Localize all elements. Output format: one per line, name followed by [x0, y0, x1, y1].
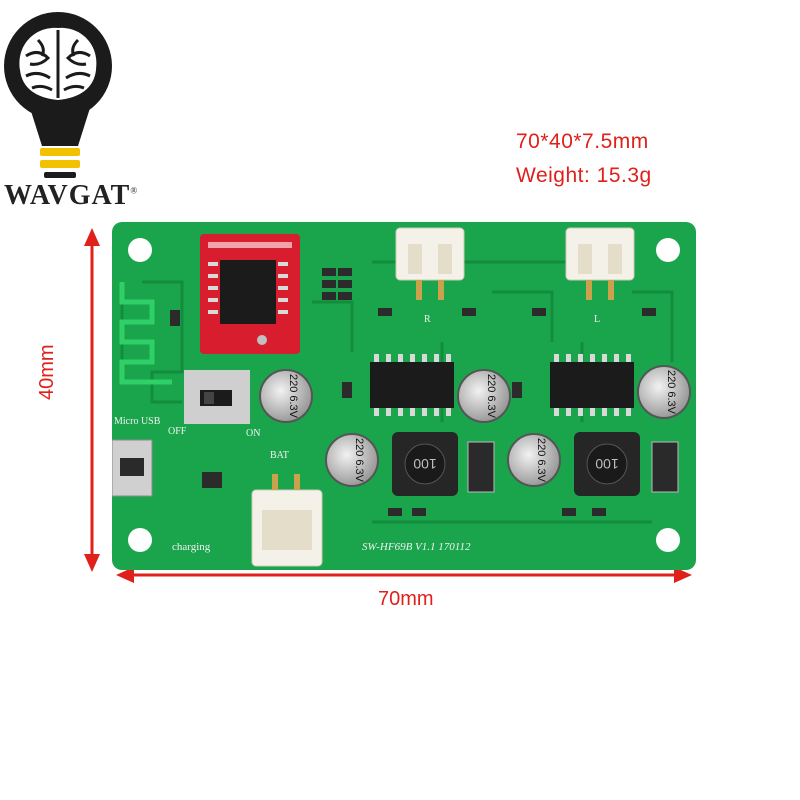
capacitor-4-label: 220 6.3V: [535, 438, 547, 483]
capacitor-4: [507, 433, 561, 487]
capacitor-5: [637, 365, 691, 419]
battery-connector: [251, 474, 323, 567]
wavgat-lightbulb-logo: [4, 12, 112, 178]
amplifier-ic-right: [370, 354, 454, 416]
weight-spec: Weight: 15.3g: [516, 164, 652, 187]
dimensions-spec: 70*40*7.5mm: [516, 130, 649, 153]
antenna-trace: [119, 282, 172, 385]
speaker-connector-right: [395, 227, 465, 300]
width-label: 70mm: [378, 588, 434, 610]
speaker-connector-left: [565, 227, 635, 300]
silk-bat: BAT: [270, 450, 289, 461]
inductor-right: 100: [392, 432, 458, 496]
silk-micro-usb: Micro USB: [114, 416, 161, 427]
amplifier-ic-left: [550, 354, 634, 416]
diode-d4: [651, 441, 679, 493]
silk-charging: charging: [172, 541, 211, 553]
silk-right-channel: R: [424, 314, 431, 325]
silk-left-channel: L: [594, 314, 600, 325]
diode-d5: [467, 441, 495, 493]
bluetooth-module: [200, 234, 300, 354]
silk-on: ON: [246, 428, 260, 439]
silk-off: OFF: [168, 426, 187, 437]
mounting-holes: [128, 238, 680, 552]
brand-name: WAVGAT®: [4, 180, 139, 211]
capacitor-2-label: 220 6.3V: [353, 438, 365, 483]
capacitor-3-label: 220 6.3V: [485, 374, 497, 419]
height-label: 40mm: [36, 344, 58, 400]
capacitor-3: [457, 369, 511, 423]
bluetooth-amplifier-pcb: 220 6.3V 220 6.3V 220 6.3V 220 6.3V 220 …: [112, 222, 696, 570]
silk-model: SW-HF69B V1.1 170112: [362, 541, 471, 553]
inductor-left: 100: [574, 432, 640, 496]
power-switch: [184, 370, 250, 424]
svg-text:100: 100: [595, 456, 619, 472]
capacitor-2: [325, 433, 379, 487]
capacitor-1-label: 220 6.3V: [287, 374, 299, 419]
svg-text:100: 100: [413, 456, 437, 472]
capacitor-5-label: 220 6.3V: [665, 370, 677, 415]
capacitor-1: [259, 369, 313, 423]
